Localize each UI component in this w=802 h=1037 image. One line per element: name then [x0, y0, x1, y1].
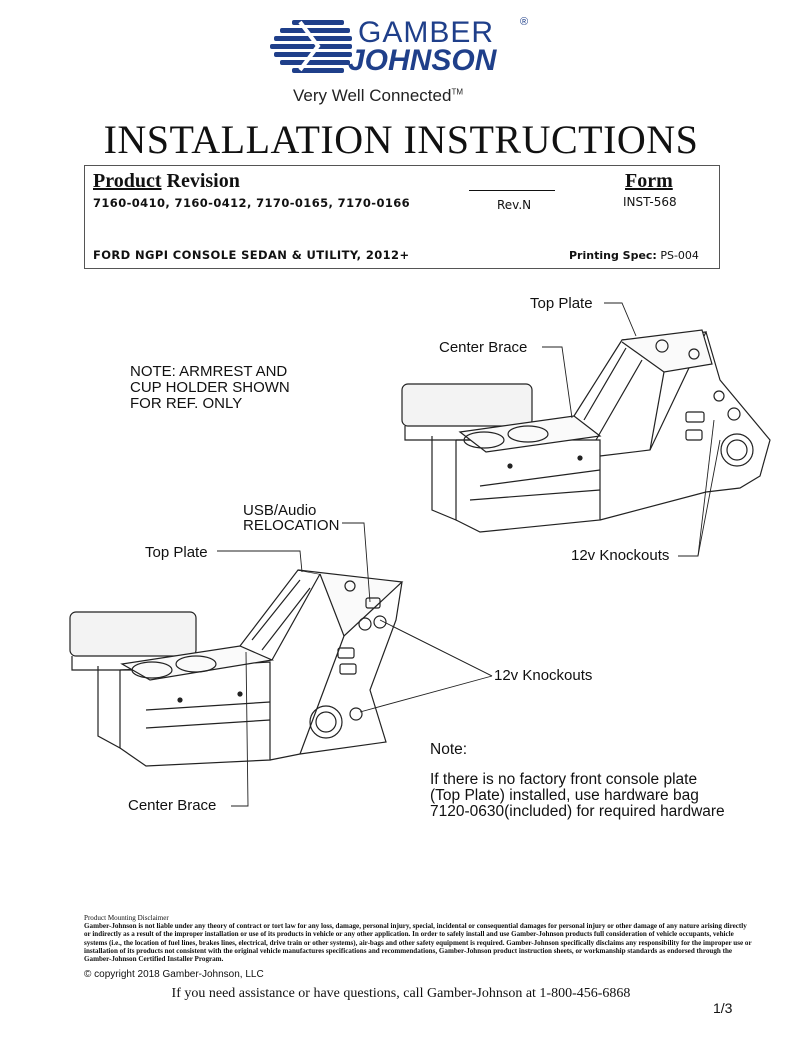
- logo-registered-mark: ®: [520, 16, 529, 28]
- product-revision-heading: Product Revision: [93, 170, 240, 192]
- page-number: 1/3: [713, 1000, 733, 1016]
- hardware-note: Note: If there is no factory front conso…: [430, 741, 725, 820]
- disclaimer-title: Product Mounting Disclaimer: [84, 914, 169, 922]
- upper-console-drawing: [401, 329, 771, 533]
- gamber-johnson-logo: GAMBER ® JOHNSON: [270, 12, 540, 82]
- label-top-plate-upper: Top Plate: [530, 295, 593, 312]
- note-armrest: NOTE: ARMREST AND CUP HOLDER SHOWN FOR R…: [130, 363, 290, 412]
- tagline: Very Well ConnectedTM: [293, 86, 463, 105]
- copyright: © copyright 2018 Gamber-Johnson, LLC: [84, 969, 264, 980]
- label-center-brace-upper: Center Brace: [439, 339, 528, 356]
- form-value: INST-568: [623, 195, 677, 209]
- printing-spec: Printing Spec: PS-004: [569, 249, 699, 262]
- logo-text-gamber: GAMBER: [358, 16, 495, 49]
- disclaimer: Product Mounting Disclaimer Gamber-Johns…: [84, 914, 754, 963]
- page-title: INSTALLATION INSTRUCTIONS: [103, 117, 699, 162]
- console-diagram: [69, 302, 771, 807]
- disclaimer-body: Gamber-Johnson is not liable under any t…: [84, 922, 752, 964]
- part-numbers: 7160-0410, 7160-0412, 7170-0165, 7170-01…: [93, 196, 411, 210]
- revision-value: Rev.N: [497, 198, 532, 212]
- label-center-brace-lower: Center Brace: [128, 797, 217, 814]
- label-knockouts-lower: 12v Knockouts: [494, 667, 593, 684]
- revision-underline: [469, 190, 555, 191]
- logo-text-johnson: JOHNSON: [348, 44, 497, 77]
- lower-console-drawing: [69, 569, 404, 767]
- label-top-plate-lower: Top Plate: [145, 544, 208, 561]
- label-knockouts-upper: 12v Knockouts: [571, 547, 670, 564]
- label-usb-audio-relocation: USB/Audio RELOCATION: [243, 502, 340, 534]
- vehicle-description: FORD NGPI CONSOLE SEDAN & UTILITY, 2012+: [93, 248, 410, 262]
- contact-line: If you need assistance or have questions…: [171, 986, 631, 1001]
- form-heading: Form: [625, 170, 673, 192]
- product-info-box: Product Revision Form 7160-0410, 7160-04…: [84, 165, 720, 269]
- logo-globe-icon: [270, 20, 352, 73]
